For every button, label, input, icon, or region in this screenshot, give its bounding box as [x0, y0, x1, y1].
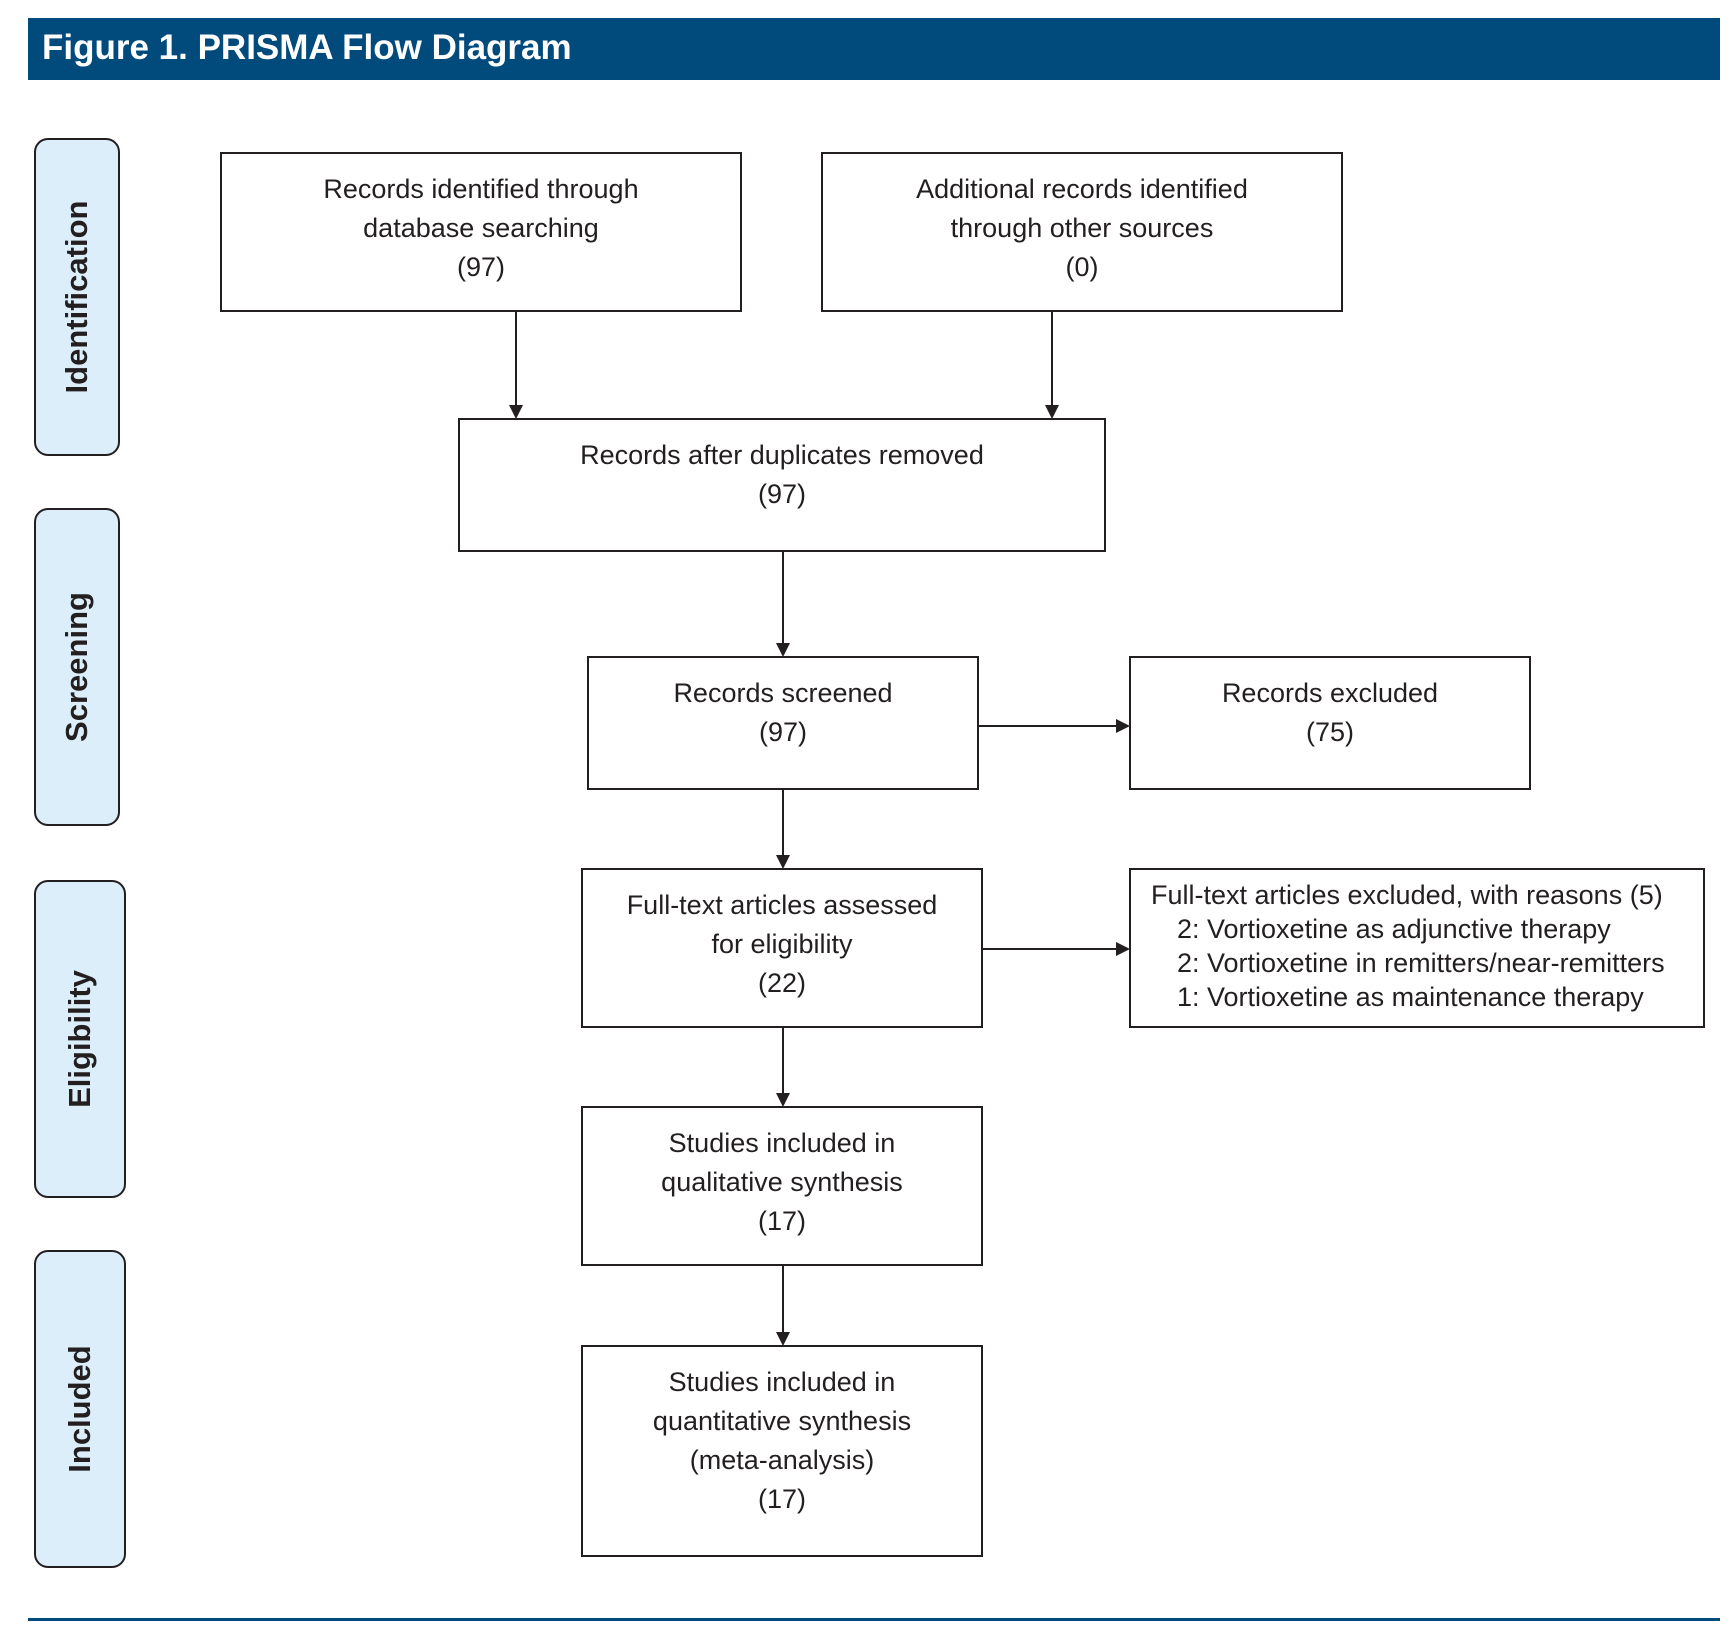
other-sources-box: Additional records identified through ot…	[821, 152, 1343, 312]
stage-included: Included	[34, 1250, 126, 1568]
box-line: qualitative synthesis	[661, 1167, 903, 1197]
box-line: database searching	[363, 213, 599, 243]
box-line: (meta-analysis)	[689, 1445, 875, 1475]
figure-title: Figure 1. PRISMA Flow Diagram	[42, 28, 572, 67]
box-line: Studies included in	[668, 1367, 896, 1397]
box-count: (0)	[1065, 252, 1099, 282]
stage-identification: Identification	[34, 138, 120, 456]
stage-eligibility: Eligibility	[34, 880, 126, 1198]
box-line: Additional records identified	[916, 174, 1248, 204]
box-count: (75)	[1305, 717, 1354, 747]
box-line: for eligibility	[711, 929, 853, 959]
box-line: Records after duplicates removed	[580, 440, 984, 470]
exclusion-title: Full-text articles excluded, with reason…	[1151, 880, 1663, 910]
qualitative-synthesis-box: Studies included in qualitative synthesi…	[581, 1106, 983, 1266]
box-count: (17)	[757, 1206, 806, 1236]
exclusion-reason: 2: Vortioxetine as adjunctive therapy	[1177, 914, 1611, 944]
duplicates-removed-box: Records after duplicates removed (97)	[458, 418, 1106, 552]
box-count: (97)	[757, 479, 806, 509]
box-count: (22)	[757, 968, 806, 998]
records-screened-box: Records screened (97)	[587, 656, 979, 790]
box-line: Studies included in	[668, 1128, 896, 1158]
box-count: (17)	[757, 1484, 806, 1514]
box-line: Records excluded	[1221, 678, 1439, 708]
box-line: Records identified through	[323, 174, 639, 204]
quantitative-synthesis-box: Studies included in quantitative synthes…	[581, 1345, 983, 1557]
box-count: (97)	[758, 717, 807, 747]
fulltext-assessed-box: Full-text articles assessed for eligibil…	[581, 868, 983, 1028]
box-line: quantitative synthesis	[652, 1406, 912, 1436]
exclusion-reason: 2: Vortioxetine in remitters/near-remitt…	[1177, 948, 1665, 978]
records-excluded-box: Records excluded (75)	[1129, 656, 1531, 790]
box-line: Records screened	[673, 678, 893, 708]
database-records-box: Records identified through database sear…	[220, 152, 742, 312]
box-count: (97)	[456, 252, 505, 282]
stage-screening: Screening	[34, 508, 120, 826]
box-line: Full-text articles assessed	[626, 890, 938, 920]
footer-rule	[28, 1618, 1720, 1621]
exclusion-reason: 1: Vortioxetine as maintenance therapy	[1177, 982, 1644, 1012]
box-line: through other sources	[950, 213, 1214, 243]
figure-header: Figure 1. PRISMA Flow Diagram	[28, 18, 1720, 80]
fulltext-excluded-box: Full-text articles excluded, with reason…	[1129, 868, 1705, 1028]
